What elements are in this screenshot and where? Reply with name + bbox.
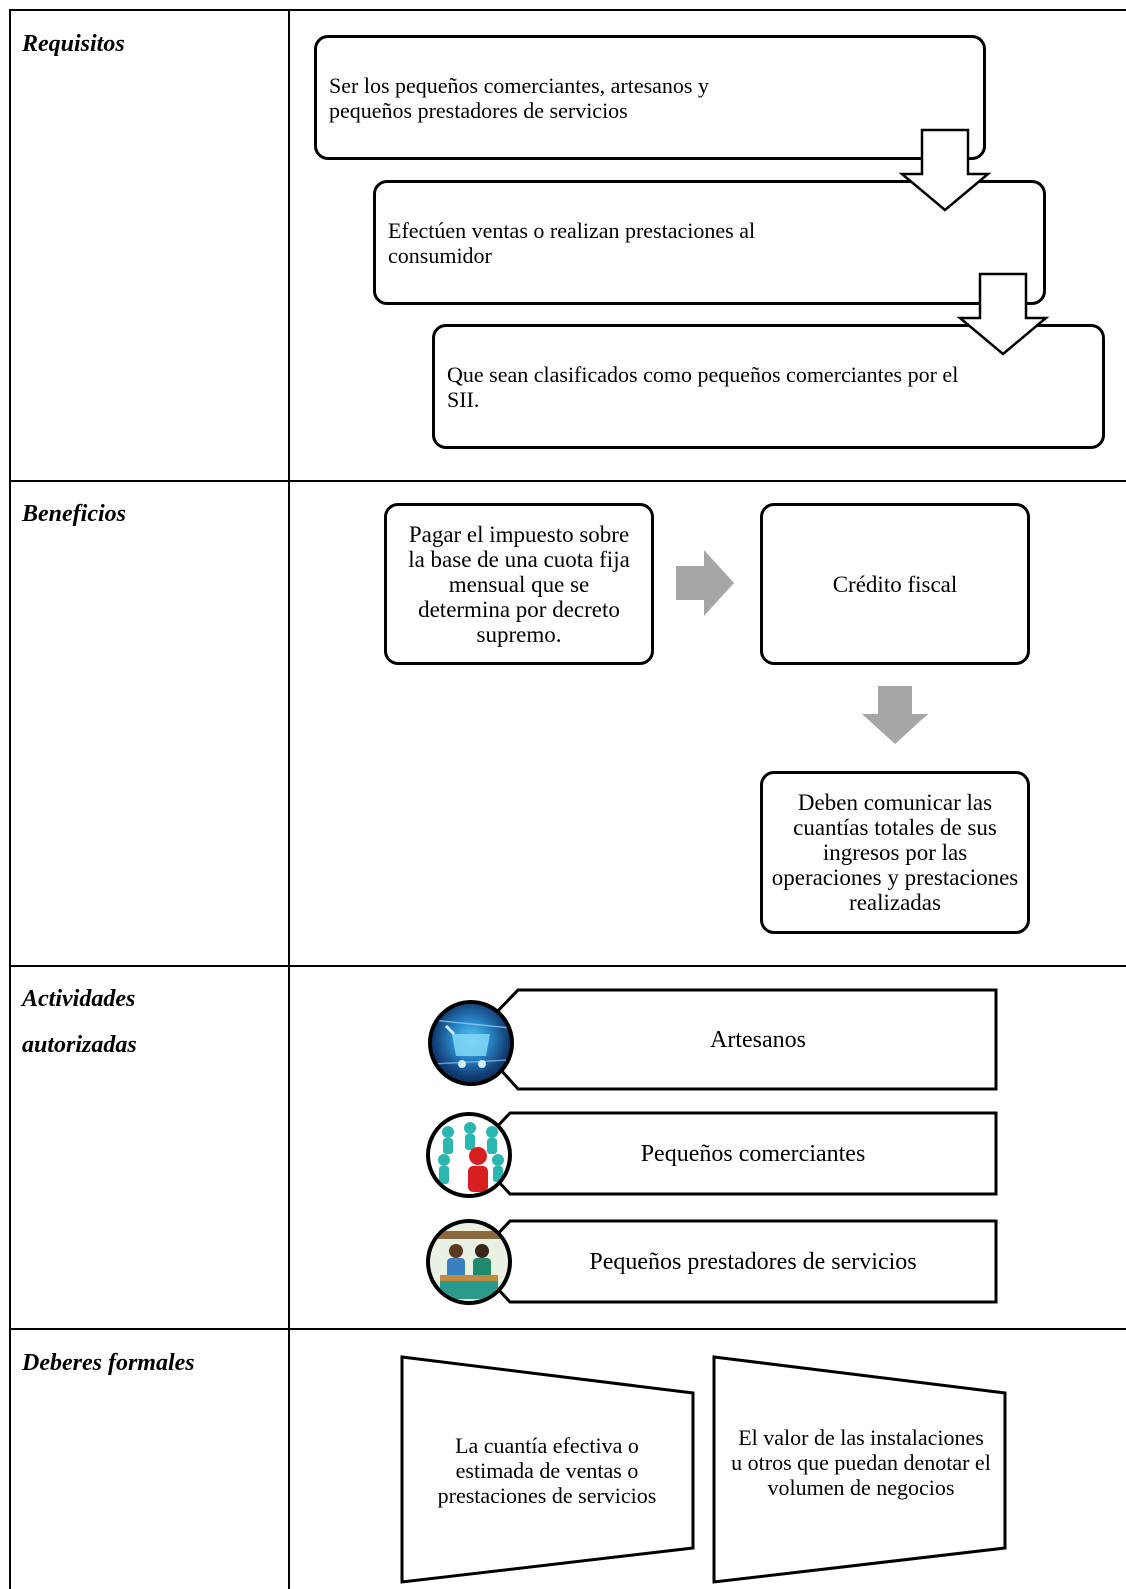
benefit-pay-tax-box: Pagar el impuesto sobre la base de una c… [384,503,654,665]
requirement-text-3: Que sean clasificados como pequeños come… [447,361,959,412]
duty-trapezoid [400,1355,695,1584]
activity-banner [469,988,998,1091]
row-label-actividades-line2: autorizadas [22,1032,137,1058]
crafts-image-icon [428,1000,514,1086]
activity-label-pequenos-prestadores: Pequeños prestadores de servicios [589,1248,917,1275]
row-label-beneficios: Beneficios [22,501,126,527]
row-label-deberes: Deberes formales [22,1350,195,1376]
row-divider-1 [10,480,1126,482]
activity-label-pequenos-comerciantes: Pequeños comerciantes [640,1140,866,1167]
benefit-communicate-text: Deben comunicar las cuantías totales de … [771,790,1019,915]
table-column-divider [288,9,290,1589]
row-label-actividades-line1: Actividades [22,986,136,1012]
requirement-text-2: Efectúen ventas o realizan prestaciones … [388,217,756,268]
benefit-pay-tax-text: Pagar el impuesto sobre la base de una c… [408,521,630,647]
activity-label-artesanos: Artesanos [710,1026,806,1053]
duty-text-1: La cuantía efectiva o estimada de ventas… [437,1432,657,1508]
down-arrow-outline-icon [956,272,1050,356]
activity-banner [469,1219,998,1304]
duty-trapezoid [712,1355,1007,1584]
row-divider-3 [10,1328,1126,1330]
down-arrow-gray-icon [862,686,928,744]
table-border-left [9,9,11,1589]
benefit-credit-text: Crédito fiscal [832,571,958,597]
right-arrow-gray-icon [676,550,734,616]
row-divider-2 [10,965,1126,967]
benefit-credit-box: Crédito fiscal [760,503,1030,665]
down-arrow-outline-icon [898,128,992,212]
row-label-requisitos: Requisitos [22,31,125,57]
requirement-text-1: Ser los pequeños comerciantes, artesanos… [329,72,709,123]
table-border-top [10,9,1126,11]
benefit-communicate-box: Deben comunicar las cuantías totales de … [760,771,1030,934]
activity-banner [469,1111,998,1196]
people-network-icon [426,1112,512,1198]
requirement-box-1: Ser los pequeños comerciantes, artesanos… [314,35,986,160]
duty-text-2: El valor de las instalaciones u otros qu… [731,1424,991,1500]
service-providers-icon [426,1219,512,1305]
